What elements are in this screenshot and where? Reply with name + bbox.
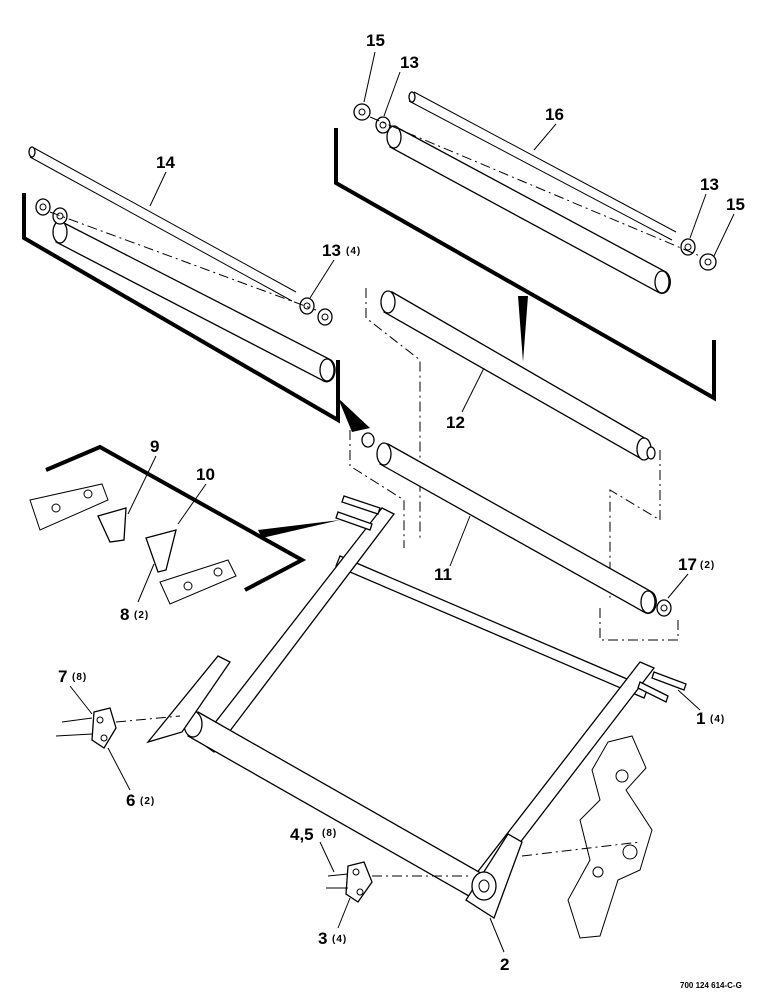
main-frame: [146, 495, 687, 919]
bearing-13-c: [299, 297, 315, 315]
callout-3-qty: (4): [332, 934, 347, 945]
bearing-15-left: [353, 103, 371, 121]
callout-9: 9: [150, 437, 159, 456]
bearing-13-b: [52, 207, 68, 225]
inset-pointer-14: [338, 398, 370, 432]
left-arm: [199, 507, 395, 753]
inset-bracket-frame: [334, 128, 716, 402]
bearing-17-left: [361, 432, 375, 448]
bracket-9: [97, 507, 127, 543]
inset-pointer-16: [518, 296, 528, 362]
bolt-1a: [651, 671, 687, 691]
callout-7: 7: [58, 667, 67, 686]
inset-roller-16-assembly: [334, 91, 717, 402]
inset-bracket-frame-2: [22, 193, 340, 424]
bearing-15-right: [699, 253, 717, 271]
callout-labels: 15 13 16 13 15 14 13 (4) 12 9 10 11 17 (…: [58, 31, 745, 974]
callout-7-qty: (8): [72, 672, 87, 683]
inset-bracket-frame-3: [45, 444, 307, 592]
bracket-10: [145, 529, 177, 573]
bolt-1b: [637, 681, 669, 703]
upper-cross-bar: [335, 555, 649, 699]
callout-15: 15: [366, 31, 385, 50]
roller-14-tube: [55, 222, 336, 383]
clamp-6: [91, 707, 117, 749]
clamp-6-assembly: [55, 707, 181, 749]
callout-17: 17: [678, 555, 697, 574]
callout-17-qty: (2): [700, 560, 715, 571]
bearing-13-right: [680, 238, 696, 256]
callout-14: 14: [156, 153, 175, 172]
bearing-17-right: [656, 599, 672, 617]
callout-1: 1: [696, 709, 705, 728]
roller-11: [349, 430, 679, 641]
callout-13: 13: [322, 241, 341, 260]
clamp-3-assembly: [326, 841, 641, 903]
callout-12: 12: [446, 413, 465, 432]
bearing-13-left: [375, 116, 391, 134]
callout-6: 6: [126, 791, 135, 810]
bearing-13-d: [317, 308, 333, 326]
callout-1-qty: (4): [710, 714, 725, 725]
callout-13-qty: (4): [346, 246, 361, 257]
callout-3: 3: [318, 929, 327, 948]
callout-6-qty: (2): [140, 796, 155, 807]
clamp-3: [345, 861, 373, 903]
callout-13: 13: [400, 53, 419, 72]
roller-16-tube: [389, 127, 671, 295]
main-tube: [187, 711, 491, 902]
left-plate: [146, 655, 231, 744]
machine-outline: [567, 735, 653, 939]
roller-12: [365, 288, 661, 600]
leader-lines: [69, 51, 735, 953]
callout-2: 2: [500, 955, 509, 974]
callout-4-5: 4,5: [290, 825, 314, 844]
callout-16: 16: [545, 105, 564, 124]
bearing-13-a: [35, 198, 51, 216]
callout-10: 10: [196, 465, 215, 484]
callout-8-qty: (2): [134, 610, 149, 621]
inset-pointer-brackets: [258, 520, 340, 538]
inset-roller-14-assembly: [22, 146, 340, 424]
drawing-number: 700 124 614-C-G: [680, 981, 742, 990]
callout-11: 11: [434, 565, 452, 584]
callout-15: 15: [726, 195, 745, 214]
callout-13: 13: [700, 175, 719, 194]
callout-4-5-qty: (8): [322, 828, 337, 839]
inset-brackets-9-10: [29, 444, 340, 605]
callout-8: 8: [120, 605, 129, 624]
